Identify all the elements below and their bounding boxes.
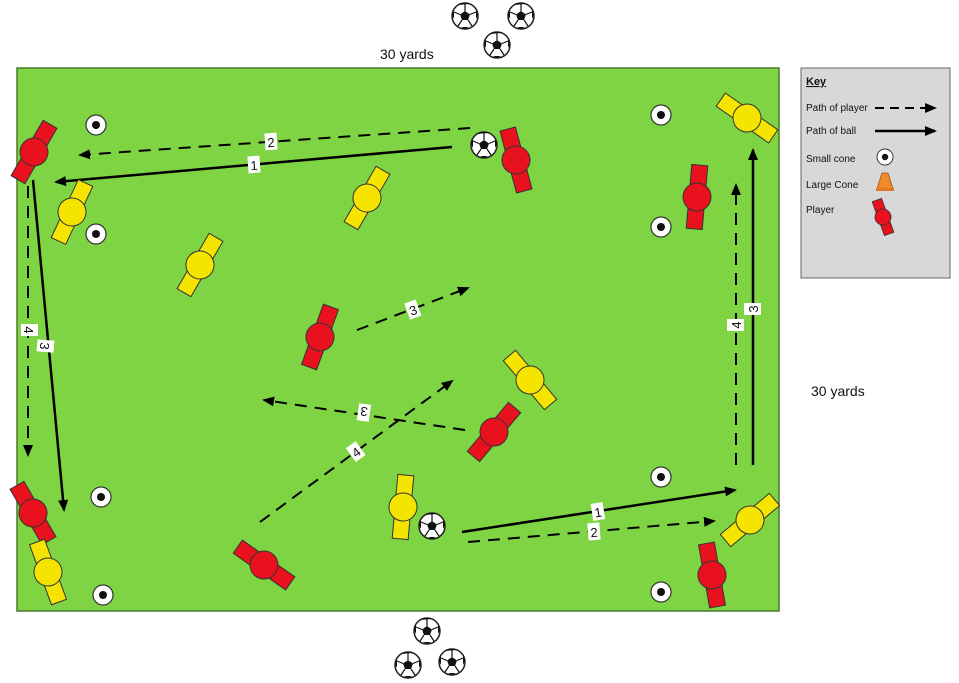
key-title: Key — [806, 76, 827, 88]
right-dimension-label: 30 yards — [811, 383, 865, 399]
key-panel: Key Path of player Path of ball Small co… — [800, 67, 951, 279]
player-path-line — [78, 127, 471, 160]
small-cone-icon — [876, 148, 894, 166]
key-item-label: Large Cone — [806, 180, 859, 191]
path-number-label: 2 — [267, 135, 275, 150]
soccer-ball-icon — [507, 2, 535, 30]
small-cone-icon — [92, 584, 114, 606]
path-number-label: 3 — [359, 404, 368, 420]
small-cone-icon — [85, 114, 107, 136]
soccer-ball-icon — [470, 131, 498, 159]
soccer-ball-icon — [394, 651, 422, 679]
path-number-label: 3 — [407, 302, 419, 319]
small-cone-icon — [650, 104, 672, 126]
path-number-label: 3 — [37, 342, 53, 351]
path-number-label: 1 — [593, 505, 602, 521]
key-item-label: Path of ball — [806, 126, 856, 137]
path-number-label: 4 — [21, 326, 36, 333]
soccer-ball-icon — [418, 512, 446, 540]
small-cone-icon — [90, 486, 112, 508]
soccer-ball-icon — [413, 617, 441, 645]
small-cone-icon — [650, 466, 672, 488]
small-cone-icon — [85, 223, 107, 245]
key-item-label: Player — [806, 205, 835, 216]
top-dimension-label: 30 yards — [380, 46, 434, 62]
key-item-label: Small cone — [806, 154, 856, 165]
large-cone-icon — [876, 172, 894, 191]
soccer-ball-icon — [483, 31, 511, 59]
path-number-label: 3 — [746, 305, 761, 312]
key-item-label: Path of player — [806, 103, 868, 114]
path-number-label: 2 — [590, 525, 599, 541]
path-number-label: 4 — [729, 321, 744, 328]
soccer-ball-icon — [438, 648, 466, 676]
small-cone-icon — [650, 581, 672, 603]
path-number-label: 1 — [250, 158, 258, 173]
small-cone-icon — [650, 216, 672, 238]
soccer-ball-icon — [451, 2, 479, 30]
